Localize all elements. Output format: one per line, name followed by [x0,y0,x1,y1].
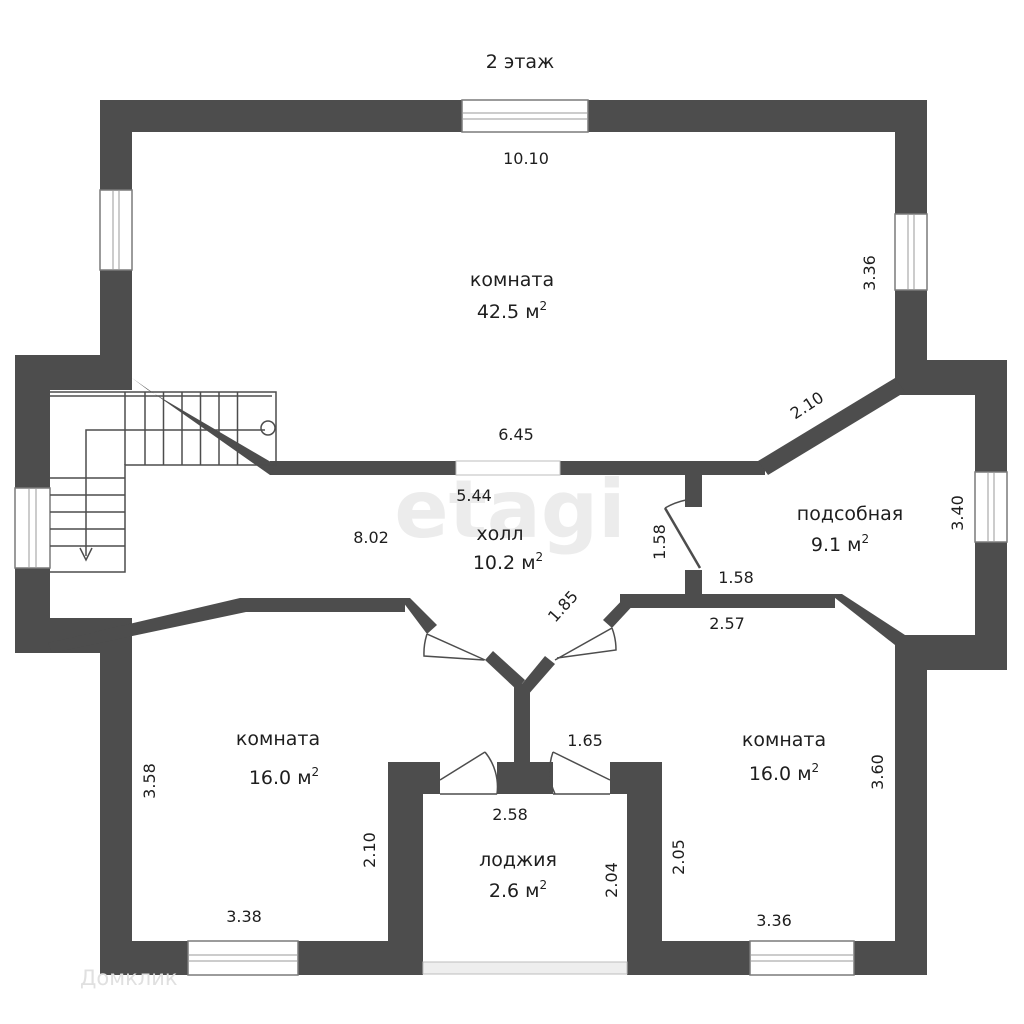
dim-big-top: 10.10 [503,149,549,168]
doors [423,499,702,795]
watermark-etagi: etagi [394,463,625,556]
dim-big-bottom: 6.45 [498,425,534,444]
dim-hall-door: 1.58 [650,524,669,560]
room-name: комната [236,728,320,750]
window-big-left [99,189,133,271]
room-loggia: лоджия 2.6 м2 [479,849,557,902]
window-top [461,99,589,133]
window-loggia [422,961,628,975]
room-utility: подсобная 9.1 м2 [797,503,903,556]
room-name: холл [476,523,523,545]
window-big-right [894,213,928,291]
room-name: лоджия [479,849,557,871]
dim-utility-bottom: 1.58 [718,568,754,587]
dim-hall-top: 5.44 [456,486,492,505]
room-area: 16.0 м2 [749,761,819,785]
room-area: 9.1 м2 [811,532,869,556]
dim-big-diag: 2.10 [787,388,827,423]
window-right-room [749,940,855,976]
dim-hall-left: 8.02 [353,528,389,547]
room-area: 2.6 м2 [489,878,547,902]
window-left-room [187,940,299,976]
dim-left-left: 3.58 [140,763,159,799]
dim-hall-diag: 1.85 [544,587,582,626]
window-stair [14,487,51,569]
room-left: комната 16.0 м2 [236,728,320,789]
room-area: 42.5 м2 [477,299,547,323]
floor-title: 2 этаж [486,51,554,73]
dim-left-bottom: 3.38 [226,907,262,926]
window-utility [974,471,1008,543]
room-area: 16.0 м2 [249,765,319,789]
dim-right-bottom: 3.36 [756,911,792,930]
room-name: подсобная [797,503,903,525]
room-right: комната 16.0 м2 [742,729,826,785]
dim-right-right: 3.60 [868,754,887,790]
dim-right-left: 2.05 [669,839,688,875]
dim-loggia-top: 2.58 [492,805,528,824]
windows [14,99,1008,976]
dim-right-top: 2.57 [709,614,745,633]
room-name: комната [470,269,554,291]
room-name: комната [742,729,826,751]
dim-loggia-door: 1.65 [567,731,603,750]
room-hall: холл 10.2 м2 [473,523,543,574]
room-big: комната 42.5 м2 [470,269,554,323]
opening-hall [455,460,561,476]
room-area: 10.2 м2 [473,550,543,574]
dim-utility-right: 3.40 [948,495,967,531]
staircase [50,391,277,573]
dim-loggia-right: 2.04 [602,862,621,898]
dim-left-right: 2.10 [360,832,379,868]
watermark-domclick: Домклик [80,966,178,990]
dim-big-right: 3.36 [860,255,879,291]
